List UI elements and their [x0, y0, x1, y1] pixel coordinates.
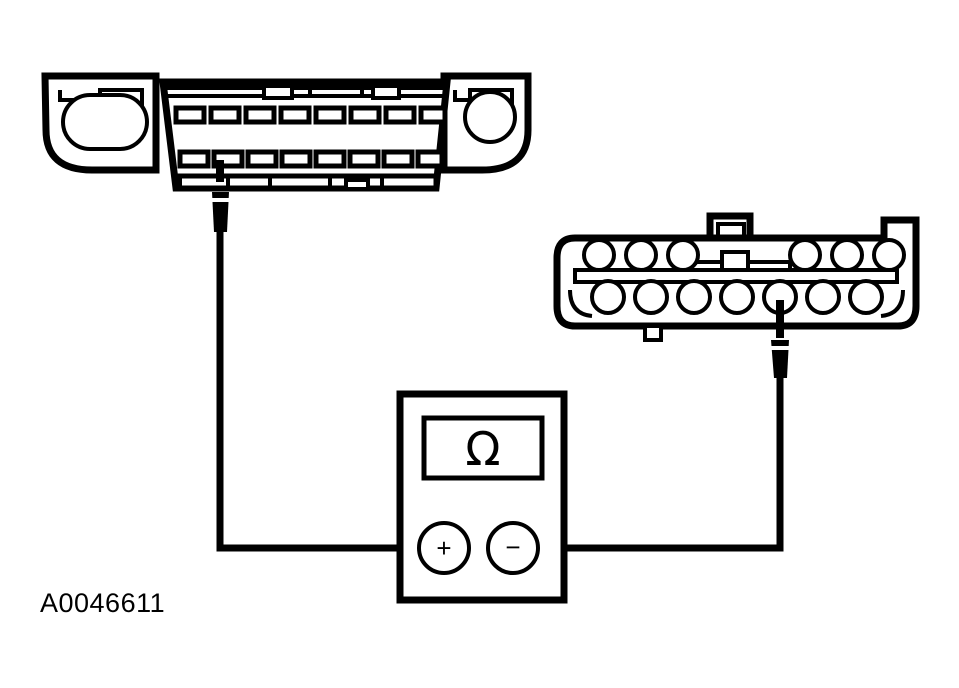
negative-terminal-label: − — [505, 532, 520, 562]
pin-bottom-4 — [719, 279, 755, 315]
cavity-top-4 — [278, 105, 312, 125]
cavity-top-2 — [208, 105, 242, 125]
cavity-bottom-1 — [177, 149, 211, 169]
cavity-bottom-8 — [415, 149, 445, 169]
shell-inner-arc-right — [880, 289, 905, 318]
cavity-bottom-7 — [381, 149, 415, 169]
left-probe[interactable] — [211, 160, 230, 232]
cavity-bottom-6 — [347, 149, 381, 169]
cavity-bottom-4 — [279, 149, 313, 169]
ohm-symbol: Ω — [465, 422, 500, 476]
right-probe-band — [770, 346, 790, 350]
pin-top-5 — [830, 238, 864, 272]
pin-bottom-3 — [676, 279, 712, 315]
right-probe-stem — [776, 300, 784, 338]
meter-negative-terminal[interactable] — [486, 521, 540, 575]
pin-bottom-6 — [805, 279, 841, 315]
cavity-top-5 — [313, 105, 347, 125]
cavity-bottom-3 — [245, 149, 279, 169]
pin-top-3 — [666, 238, 700, 272]
right-probe-tip — [771, 340, 789, 378]
cavity-top-3 — [243, 105, 277, 125]
cavity-top-8 — [418, 105, 448, 125]
top-band-notch-1 — [262, 84, 294, 100]
right-ear-circle-hole — [463, 90, 517, 144]
positive-terminal-label: + — [436, 533, 451, 563]
pin-top-6 — [872, 238, 906, 272]
pin-bottom-1 — [590, 279, 626, 315]
meter-display — [421, 415, 545, 481]
right-connector-key-block — [720, 250, 750, 272]
left-connector-cavity-row-bottom — [177, 149, 445, 169]
left-probe-band — [211, 198, 230, 202]
left-connector-cavity-row-top — [173, 105, 448, 125]
ohmmeter[interactable]: Ω + − — [396, 390, 568, 604]
pin-top-2 — [624, 238, 658, 272]
right-probe[interactable] — [770, 300, 790, 378]
cavity-top-6 — [348, 105, 382, 125]
right-connector[interactable] — [553, 212, 920, 378]
shell-inner-arc-left — [568, 289, 593, 318]
left-connector[interactable] — [41, 72, 532, 232]
pin-bottom-7 — [848, 279, 884, 315]
right-connector-pin-row-bottom — [590, 279, 884, 315]
left-connector-top-band — [163, 82, 447, 100]
figure-id-label: A0046611 — [40, 588, 165, 618]
right-connector-bottom-key-tab — [643, 324, 663, 342]
left-ear-oval-hole — [61, 93, 149, 151]
pin-top-4 — [788, 238, 822, 272]
meter-positive-terminal[interactable] — [417, 521, 471, 575]
cavity-top-7 — [383, 105, 417, 125]
top-band-notch-2 — [371, 84, 401, 100]
left-connector-bottom-band — [173, 173, 439, 191]
left-test-lead-wire — [216, 230, 421, 552]
left-connector-left-ear — [41, 72, 160, 174]
cavity-top-1 — [173, 105, 207, 125]
bottom-band-notch-1 — [344, 178, 370, 191]
wire-group — [216, 230, 784, 552]
pin-bottom-2 — [633, 279, 669, 315]
left-connector-right-ear — [440, 72, 532, 174]
left-probe-stem — [216, 160, 224, 182]
right-connector-pin-row-top — [582, 238, 906, 272]
pin-top-1 — [582, 238, 616, 272]
cavity-bottom-5 — [313, 149, 347, 169]
right-test-lead-wire — [543, 366, 784, 552]
